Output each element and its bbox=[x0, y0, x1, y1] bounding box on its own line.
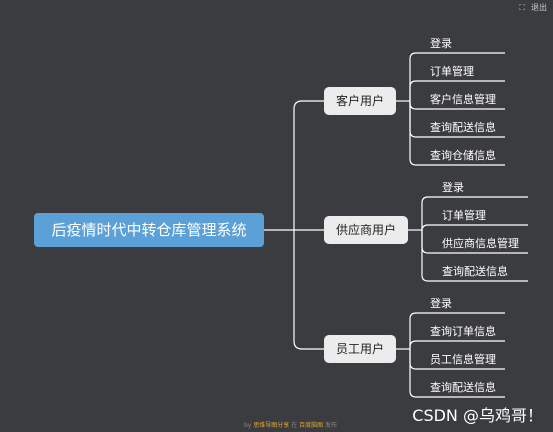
leaf-connector bbox=[409, 101, 505, 166]
top-toolbar: ⛶ 退出 bbox=[519, 2, 547, 13]
leaf-node[interactable]: 查询配送信息 bbox=[442, 265, 508, 278]
branch-node[interactable]: 供应商用户 bbox=[324, 216, 408, 244]
leaf-node[interactable]: 查询仓储信息 bbox=[430, 149, 496, 162]
leaf-connector bbox=[421, 224, 528, 232]
leaf-node[interactable]: 登录 bbox=[442, 181, 464, 194]
branch-node[interactable]: 客户用户 bbox=[324, 87, 396, 115]
leaf-connector bbox=[409, 312, 505, 349]
leaf-connector bbox=[409, 52, 505, 101]
leaf-connector bbox=[409, 340, 505, 349]
footer-author[interactable]: 思维导图分享 bbox=[253, 422, 290, 429]
leaf-node[interactable]: 查询订单信息 bbox=[430, 325, 496, 338]
branch-node[interactable]: 员工用户 bbox=[324, 335, 396, 363]
leaf-node[interactable]: 登录 bbox=[430, 297, 452, 310]
fullscreen-icon[interactable]: ⛶ bbox=[519, 2, 525, 12]
leaf-node[interactable]: 客户信息管理 bbox=[430, 93, 496, 106]
root-node[interactable]: 后疫情时代中转仓库管理系统 bbox=[34, 213, 264, 247]
leaf-connector bbox=[421, 196, 528, 230]
leaf-node[interactable]: 查询配送信息 bbox=[430, 121, 496, 134]
leaf-connector bbox=[409, 80, 505, 101]
exit-label[interactable]: 退出 bbox=[531, 3, 547, 12]
branch-connector bbox=[293, 230, 324, 350]
footer-middle: 在 bbox=[289, 422, 300, 429]
branch-connector bbox=[293, 100, 324, 230]
watermark-text: CSDN @乌鸡哥！ bbox=[412, 406, 543, 425]
leaf-node[interactable]: 员工信息管理 bbox=[430, 353, 496, 366]
leaf-node[interactable]: 查询配送信息 bbox=[430, 381, 496, 394]
leaf-node[interactable]: 登录 bbox=[430, 37, 452, 50]
footer-suffix: 发布 bbox=[323, 422, 338, 429]
leaf-connector bbox=[421, 230, 528, 282]
leaf-node[interactable]: 供应商信息管理 bbox=[442, 237, 519, 250]
footer-credit: by 思维导图分享 在 百度脑图 发布 bbox=[244, 420, 337, 429]
footer-prefix: by bbox=[244, 422, 254, 429]
leaf-node[interactable]: 订单管理 bbox=[430, 65, 474, 78]
footer-site[interactable]: 百度脑图 bbox=[299, 422, 324, 429]
leaf-node[interactable]: 订单管理 bbox=[442, 209, 486, 222]
leaf-connector bbox=[409, 349, 505, 398]
